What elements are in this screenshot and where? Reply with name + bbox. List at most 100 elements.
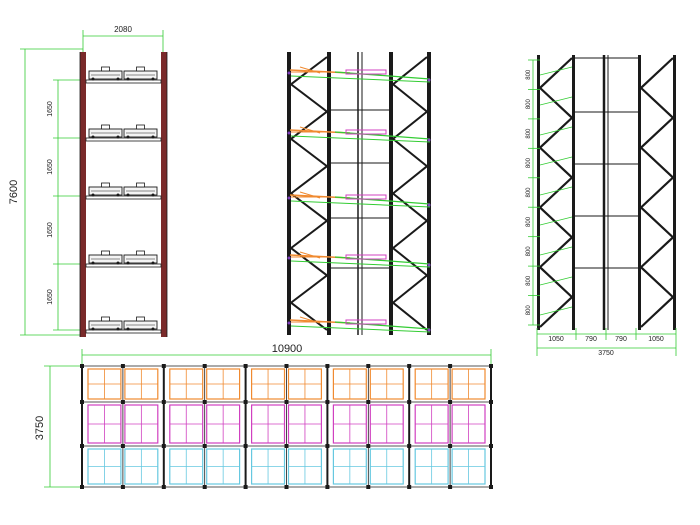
- bay-label-4: 1050: [648, 336, 664, 343]
- connector: [427, 203, 431, 207]
- wheel: [91, 135, 95, 139]
- plan-node: [80, 485, 84, 489]
- level-label: 800: [526, 216, 532, 227]
- shelf-beam: [85, 79, 162, 84]
- plan-length-label: 10900: [272, 343, 303, 355]
- wheel: [151, 77, 155, 81]
- plan-node: [80, 364, 84, 368]
- level-label: 800: [526, 187, 532, 198]
- load-top: [136, 316, 145, 322]
- frame-bracing: [538, 57, 574, 328]
- level-label: 800: [526, 128, 532, 139]
- wheel: [126, 327, 130, 331]
- plan-node: [80, 444, 84, 448]
- tie-rod: [539, 186, 573, 196]
- load-top: [101, 250, 110, 256]
- upright: [673, 55, 676, 330]
- upright: [638, 55, 641, 330]
- plan-node: [120, 485, 125, 489]
- plan-node: [407, 444, 412, 448]
- level-label: 800: [526, 99, 532, 110]
- shelf-beam: [85, 329, 162, 334]
- plan-node: [161, 364, 166, 368]
- wheel: [151, 327, 155, 331]
- tie-rod: [539, 276, 573, 286]
- arm-magenta: [345, 194, 387, 200]
- plan-node: [120, 364, 125, 368]
- load-top: [136, 182, 145, 188]
- wheel: [151, 135, 155, 139]
- plan-view: 10900 3750: [34, 343, 493, 489]
- plan-node: [489, 485, 493, 489]
- arm-green: [290, 200, 431, 208]
- upright: [427, 52, 431, 335]
- level-label: 800: [526, 69, 532, 80]
- plan-node: [489, 444, 493, 448]
- connector: [427, 263, 431, 267]
- shelf-beam: [85, 195, 162, 200]
- arm-green: [290, 135, 431, 143]
- level-label: 800: [526, 305, 532, 316]
- front-beams: [287, 66, 431, 333]
- plan-node: [284, 485, 289, 489]
- plan-node: [407, 400, 412, 404]
- wheel: [91, 327, 95, 331]
- plan-node: [202, 444, 207, 448]
- arm-green: [334, 131, 431, 140]
- side-width-label: 2080: [114, 25, 132, 34]
- front-view: [287, 52, 431, 335]
- wheel: [91, 261, 95, 265]
- level-label: 1650: [47, 101, 54, 117]
- arm-orange: [299, 191, 321, 199]
- plan-node: [448, 364, 453, 368]
- plan-node: [448, 400, 453, 404]
- load-top: [101, 124, 110, 130]
- plan-node: [243, 444, 248, 448]
- wheel: [126, 261, 130, 265]
- end-total-label: 3750: [598, 350, 614, 357]
- load-top: [101, 182, 110, 188]
- wheel: [91, 193, 95, 197]
- plan-node: [448, 444, 453, 448]
- level-label: 1650: [47, 222, 54, 238]
- plan-node: [120, 444, 125, 448]
- wheel: [151, 261, 155, 265]
- shelf-beam: [85, 263, 162, 268]
- shelf-beam: [85, 137, 162, 142]
- arm-orange: [299, 66, 321, 74]
- plan-node: [284, 364, 289, 368]
- frame-bracing: [391, 56, 429, 331]
- load-top: [101, 66, 110, 72]
- plan-node: [489, 400, 493, 404]
- arm-green: [334, 256, 431, 265]
- arm-green: [334, 196, 431, 205]
- side-height-label: 7600: [8, 180, 20, 204]
- frame-bracing: [639, 57, 675, 328]
- plan-node: [161, 444, 166, 448]
- tie-rod: [539, 306, 573, 316]
- plan-node: [407, 364, 412, 368]
- end-frames: [537, 55, 676, 330]
- arm-green: [334, 321, 431, 330]
- right-upright: [161, 52, 167, 337]
- arm-green: [290, 260, 431, 268]
- load-top: [136, 66, 145, 72]
- tie-rod: [539, 66, 573, 76]
- tie-rod: [539, 216, 573, 226]
- tie-rod: [539, 246, 573, 256]
- plan-node: [243, 400, 248, 404]
- level-label: 800: [526, 157, 532, 168]
- arm-orange: [299, 316, 321, 324]
- wheel: [126, 77, 130, 81]
- wheel: [91, 77, 95, 81]
- connector: [287, 196, 291, 200]
- plan-grid: [80, 364, 493, 489]
- level-label: 1650: [47, 159, 54, 175]
- tie-rod: [539, 96, 573, 106]
- plan-depth-label: 3750: [34, 416, 46, 440]
- upright: [572, 55, 575, 330]
